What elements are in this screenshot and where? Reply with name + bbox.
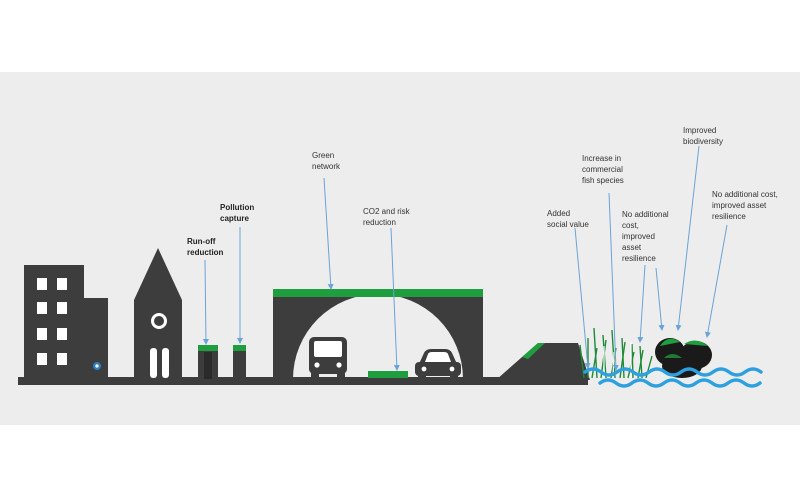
label-runoff-reduction: Run-off reduction [187,237,224,257]
label-fish-species: Increase in commercial fish species [582,154,624,185]
water-waves [583,367,763,388]
apartment-building [24,265,108,380]
runoff-planter [198,345,218,379]
rocks [655,338,712,378]
label-green-network: Green network [312,151,341,171]
water-drop-icon [93,362,101,370]
label-biodiversity: Improved biodiversity [683,126,724,146]
ground-line [18,377,588,385]
label-co2-risk: CO2 and risk reduction [363,207,410,227]
embankment [496,343,590,380]
label-pollution-capture: Pollution capture [220,203,255,223]
car-icon [415,349,461,381]
label-social-value: Added social value [547,209,589,229]
church-building [134,248,182,380]
callout-arrows [202,145,728,371]
bus-icon [309,337,347,380]
bridge-tunnel [273,289,483,379]
label-no-cost-resilience-2: No additional cost, improved asset resil… [712,190,778,221]
label-no-cost-resilience-1: No additional cost, improved asset resil… [622,210,669,263]
green-verge [368,371,408,378]
pollution-planter [233,345,246,379]
